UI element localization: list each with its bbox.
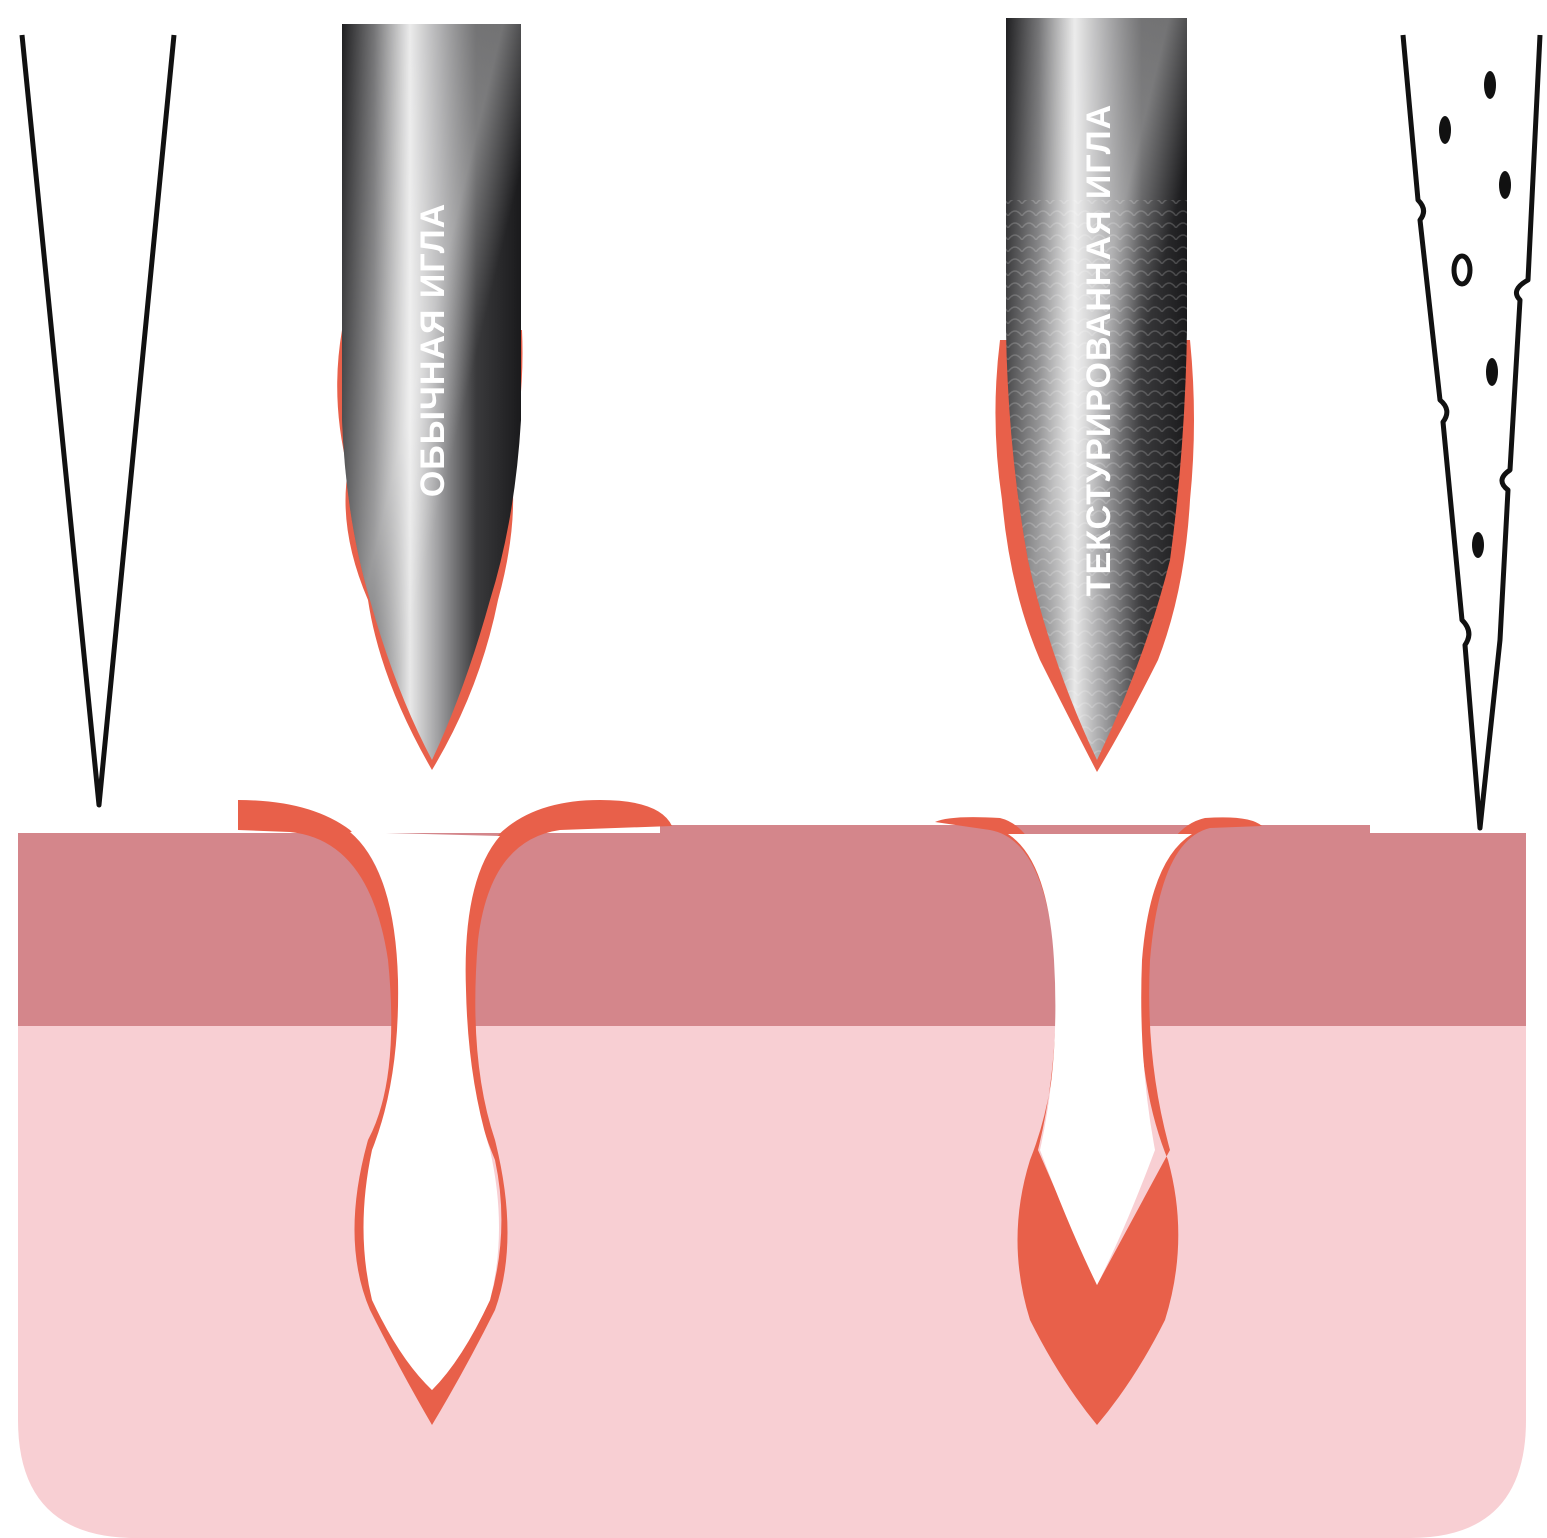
smooth-needle-outline-icon — [22, 35, 174, 805]
skin-upper-layer-left — [18, 833, 1526, 1026]
textured-needle-label: ТЕКСТУРИРОВАННАЯ ИГЛА — [1080, 104, 1118, 596]
regular-needle: ОБЫЧНАЯ ИГЛА — [337, 24, 522, 770]
textured-needle: ТЕКСТУРИРОВАННАЯ ИГЛА — [995, 18, 1194, 772]
skin-tissue — [18, 825, 1526, 1538]
textured-needle-outline-icon — [1403, 35, 1540, 828]
skin-lower-layer — [18, 1020, 1526, 1538]
regular-needle-label: ОБЫЧНАЯ ИГЛА — [414, 203, 452, 497]
